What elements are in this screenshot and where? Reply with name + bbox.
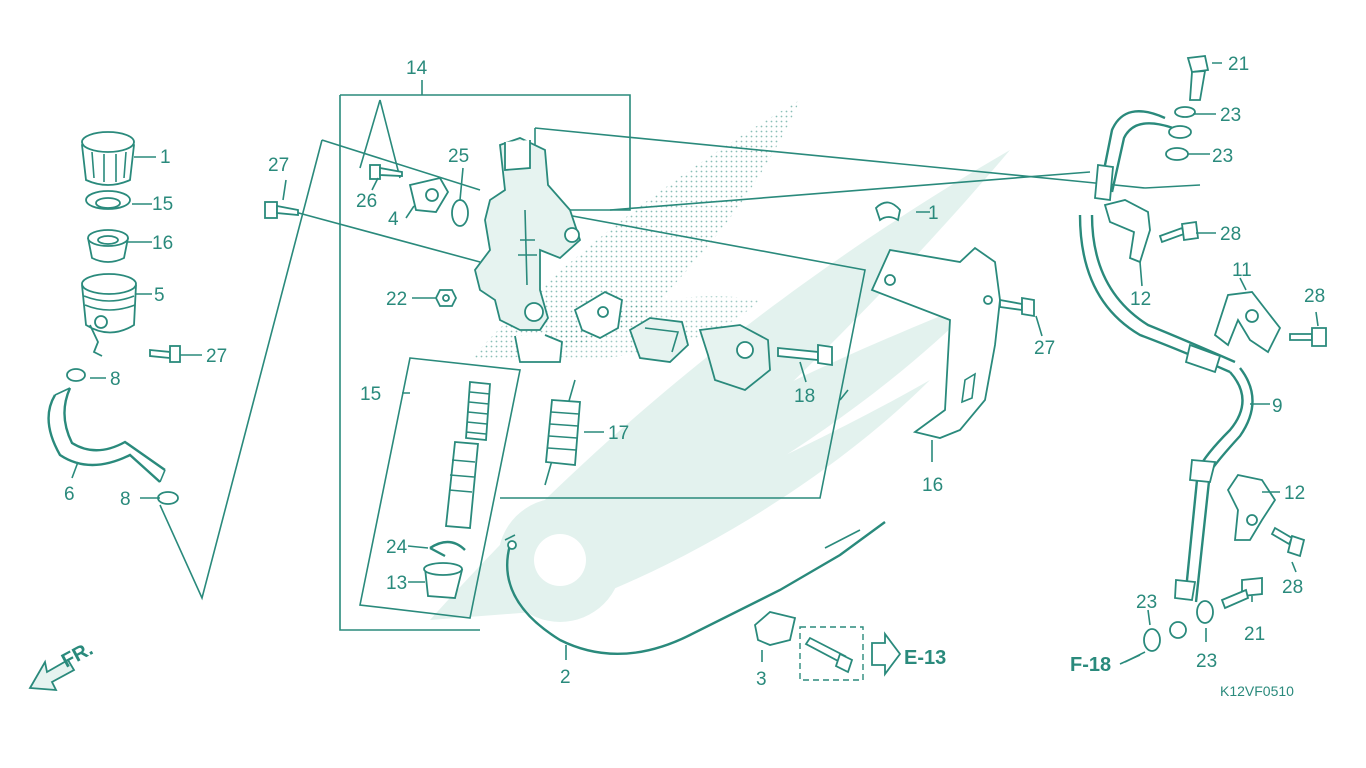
washers-23-bottom [1143,600,1214,652]
callout-24: 24 [386,537,408,558]
callout-2: 2 [560,667,571,688]
assembly-box-17 [359,357,521,619]
ref-f18-arrow [1119,654,1141,665]
callout-27-c: 27 [1034,338,1055,359]
callout-3: 3 [756,669,767,690]
callout-22: 22 [386,289,407,310]
clamp-12 [1226,473,1277,541]
circlip-24 [429,540,466,558]
callout-28-a: 28 [1220,224,1241,245]
cable-2 [504,521,886,655]
bolt-27-left [264,201,299,219]
callout-17: 15 [360,384,381,405]
clamp-3 [754,611,797,646]
callout-26: 26 [356,191,377,212]
lever-pivot-4 [408,176,450,213]
hose-clip-8-top [66,368,86,382]
bolt-21-bottom [1220,577,1263,610]
callout-4: 4 [388,209,399,230]
callout-21-b: 21 [1244,624,1265,645]
hose-upper [1094,110,1174,202]
callout-12: 12 [1284,483,1305,504]
bracket-18 [870,246,1001,439]
clamp-1 [874,201,901,222]
callout-25: 25 [448,146,469,167]
piston [445,441,479,529]
bolt-28-low [1270,526,1306,558]
caliper-piece-a [573,290,623,340]
callout-9: 9 [1272,396,1283,417]
callout-leaders [71,62,1319,663]
bolt-28-mid [1289,327,1327,347]
callout-15: 15 [152,194,173,215]
callout-19: 17 [608,423,629,444]
callout-1: 1 [928,203,939,224]
washers-23-top [1165,106,1196,161]
clamp-11 [1213,291,1282,354]
callout-27-a: 27 [206,346,227,367]
caliper-piece-c [698,324,771,392]
leader-lines [159,99,1201,601]
callout-5: 5 [154,285,165,306]
callout-23-d: 23 [1196,651,1217,672]
callout-10: 12 [1130,289,1151,310]
master-cylinder-body [474,137,582,363]
hose-clip-8-bottom [157,491,179,505]
o-ring-25 [451,199,469,227]
callout-18: 16 [922,475,943,496]
hose-9 [1078,214,1254,639]
callout-6: 6 [64,484,75,505]
spring-19 [545,399,581,466]
callout-28-b: 28 [1304,286,1325,307]
callout-27-b: 27 [268,155,289,176]
hose-6 [47,387,166,483]
arrow-e13 [871,631,902,677]
callout-8-b: 8 [120,489,131,510]
diaphragm-16 [87,229,129,263]
callout-7: 1 [160,147,171,168]
callout-16: 16 [152,233,173,254]
callout-21-a: 21 [1228,54,1249,75]
bolt-27-bracket [999,296,1035,318]
reservoir-cap-7 [81,131,135,186]
callout-13: 13 [386,573,407,594]
callout-23-c: 23 [1136,592,1157,613]
callout-28-c: 28 [1282,577,1303,598]
clamp-10 [1103,199,1151,264]
bushing-13 [423,562,464,599]
callout-11: 11 [1232,260,1252,281]
diagram-code: K12VF0510 [1220,683,1294,699]
reservoir-5 [81,273,137,357]
diaphragm-plate-15 [85,190,131,210]
bolt-21-top [1186,55,1210,101]
boot-17 [465,381,491,441]
wing-watermark [430,150,1010,622]
front-arrow-icon [28,658,76,692]
ref-f18[interactable]: F-18 [1070,654,1111,676]
caliper-piece-b [628,317,690,363]
callout-20: 18 [794,386,815,407]
bolt-27-reservoir [149,345,181,363]
callout-8-a: 8 [110,369,121,390]
callout-labels: 1 15 16 5 27 8 6 8 27 14 26 4 25 22 15 2… [64,54,1325,690]
bolt-20 [777,343,833,367]
callout-23-b: 23 [1212,146,1233,167]
callout-14: 14 [406,58,428,79]
callout-23-a: 23 [1220,105,1241,126]
ref-e13[interactable]: E-13 [904,647,946,669]
bolt-box-e13 [799,626,864,681]
screw-26 [369,164,403,180]
bolt-28-top [1158,220,1200,244]
nut-22 [434,289,458,307]
